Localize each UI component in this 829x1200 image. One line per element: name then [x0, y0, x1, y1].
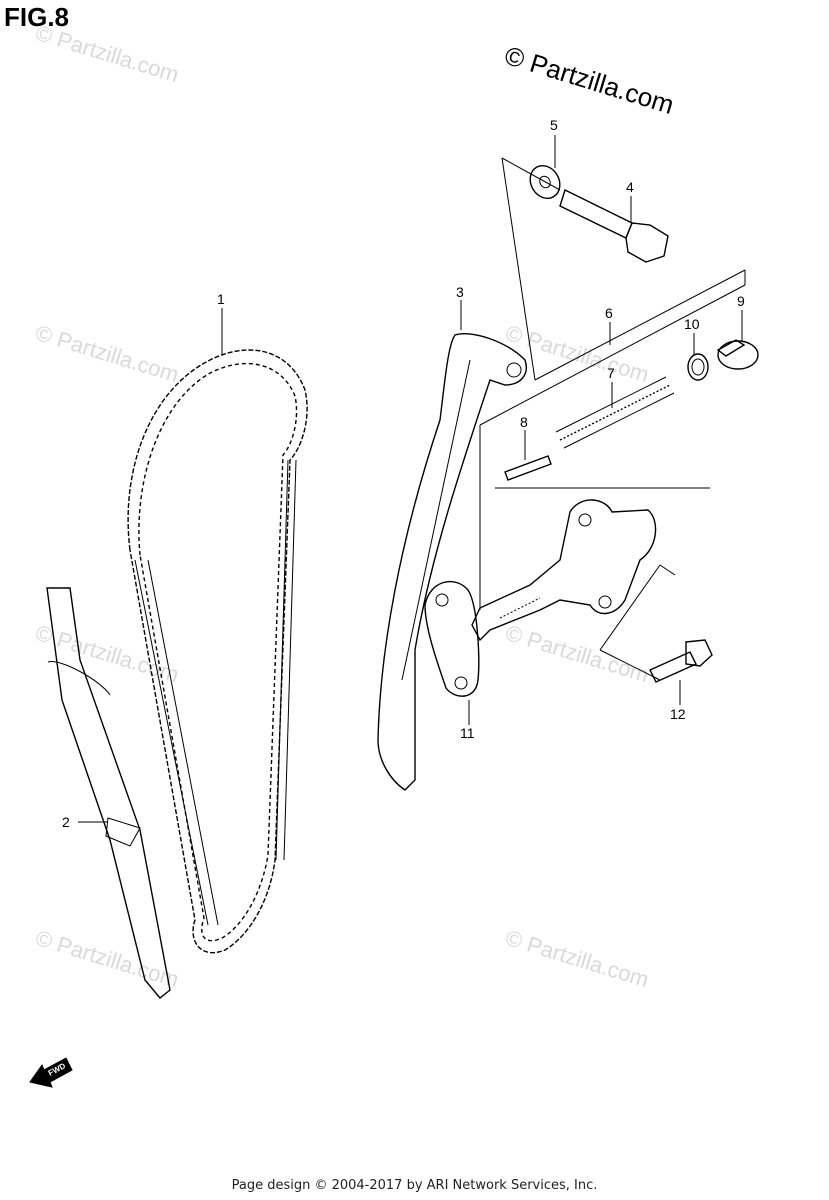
callout-11: 11	[460, 725, 475, 741]
callout-5: 5	[550, 117, 558, 133]
callout-7: 7	[607, 365, 615, 381]
leader-lines	[78, 135, 743, 823]
plug-bolt	[716, 339, 759, 370]
tensioner-arm	[377, 333, 527, 791]
callout-12: 12	[670, 706, 686, 722]
callout-1: 1	[217, 291, 225, 307]
tensioner-body	[471, 499, 657, 642]
callout-10: 10	[684, 316, 700, 332]
pin	[504, 455, 552, 481]
callout-6: 6	[605, 305, 613, 321]
callout-4: 4	[626, 179, 634, 195]
mounting-bolt	[649, 639, 713, 683]
washer	[529, 164, 561, 200]
assembly-lines	[479, 157, 746, 681]
callout-8: 8	[520, 414, 528, 430]
chain-guide	[46, 587, 171, 999]
callout-9: 9	[737, 293, 745, 309]
callout-2: 2	[62, 814, 70, 830]
page-footer: Page design © 2004-2017 by ARI Network S…	[231, 1178, 598, 1193]
bolt	[559, 189, 669, 263]
spring	[555, 376, 675, 449]
callout-3: 3	[456, 284, 464, 300]
figure-title: FIG.8	[4, 2, 70, 32]
o-ring	[687, 353, 709, 381]
gasket	[424, 580, 480, 697]
fwd-arrow-icon: FWD	[29, 1057, 73, 1088]
cam-chain	[127, 349, 308, 954]
